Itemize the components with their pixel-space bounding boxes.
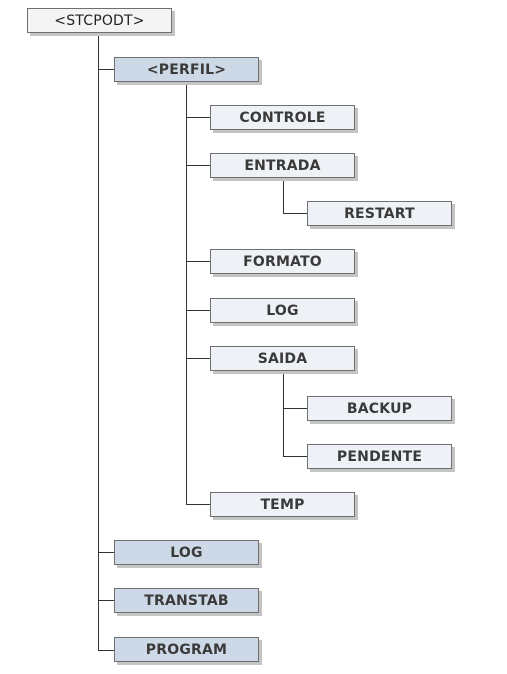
node-perfil-log: LOG — [210, 298, 355, 323]
connector-perfil-temp — [186, 504, 210, 505]
node-formato: FORMATO — [210, 249, 355, 274]
connector-saida-trunk — [283, 371, 284, 456]
node-perfil: <PERFIL> — [114, 57, 259, 82]
node-controle: CONTROLE — [210, 105, 355, 130]
node-transtab: TRANSTAB — [114, 588, 259, 613]
connector-perfil-trunk — [186, 82, 187, 504]
node-restart: RESTART — [307, 201, 452, 226]
connector-entrada-restart — [283, 213, 307, 214]
node-program: PROGRAM — [114, 637, 259, 662]
node-entrada: ENTRADA — [210, 153, 355, 178]
connector-saida-pendente — [283, 456, 307, 457]
connector-root-program — [98, 650, 114, 651]
connector-root-perfil — [98, 69, 114, 70]
node-log: LOG — [114, 540, 259, 565]
connector-perfil-entrada — [186, 165, 210, 166]
connector-perfil-saida — [186, 358, 210, 359]
node-stcpodt: <STCPODT> — [27, 8, 172, 33]
node-temp: TEMP — [210, 492, 355, 517]
connector-root-transtab — [98, 600, 114, 601]
node-backup: BACKUP — [307, 396, 452, 421]
connector-perfil-controle — [186, 117, 210, 118]
connector-perfil-log — [186, 310, 210, 311]
node-pendente: PENDENTE — [307, 444, 452, 469]
connector-saida-backup — [283, 408, 307, 409]
connector-perfil-formato — [186, 261, 210, 262]
connector-root-log — [98, 552, 114, 553]
connector-root-trunk — [98, 34, 99, 650]
node-saida: SAIDA — [210, 346, 355, 371]
connector-entrada-trunk — [283, 178, 284, 213]
